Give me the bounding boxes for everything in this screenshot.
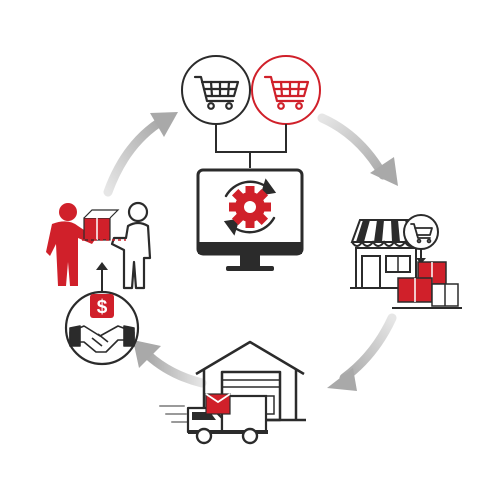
red-package-icon: [205, 393, 231, 415]
cart-circle-dark: [181, 55, 251, 125]
warehouse: [159, 340, 306, 445]
arrow-carts-to-store: [317, 113, 398, 186]
automation-monitor: [196, 168, 304, 271]
cart-connector: [215, 124, 287, 168]
cart-bubble-icon: [403, 214, 439, 264]
refresh-arrows-icon: [223, 178, 277, 236]
payment-handshake: $: [64, 262, 140, 366]
gear-icon: [229, 186, 271, 228]
storefront: [350, 214, 462, 309]
handshake-icon: [69, 325, 135, 353]
dollar-icon: $: [90, 294, 114, 318]
cart-circle-red: [251, 55, 321, 125]
person-icon: [110, 201, 152, 290]
arrow-warehouse-to-payment: [133, 340, 207, 388]
handover: [46, 201, 152, 290]
dollar-sign-label: $: [97, 297, 108, 318]
package-icon: [83, 209, 120, 241]
boxes-icon: [392, 261, 462, 309]
arrow-store-to-warehouse: [327, 313, 397, 391]
shopping-cart-icon: [263, 75, 310, 110]
shopping-cart-icon: [193, 75, 240, 110]
arrow-handover-to-carts: [103, 112, 178, 197]
